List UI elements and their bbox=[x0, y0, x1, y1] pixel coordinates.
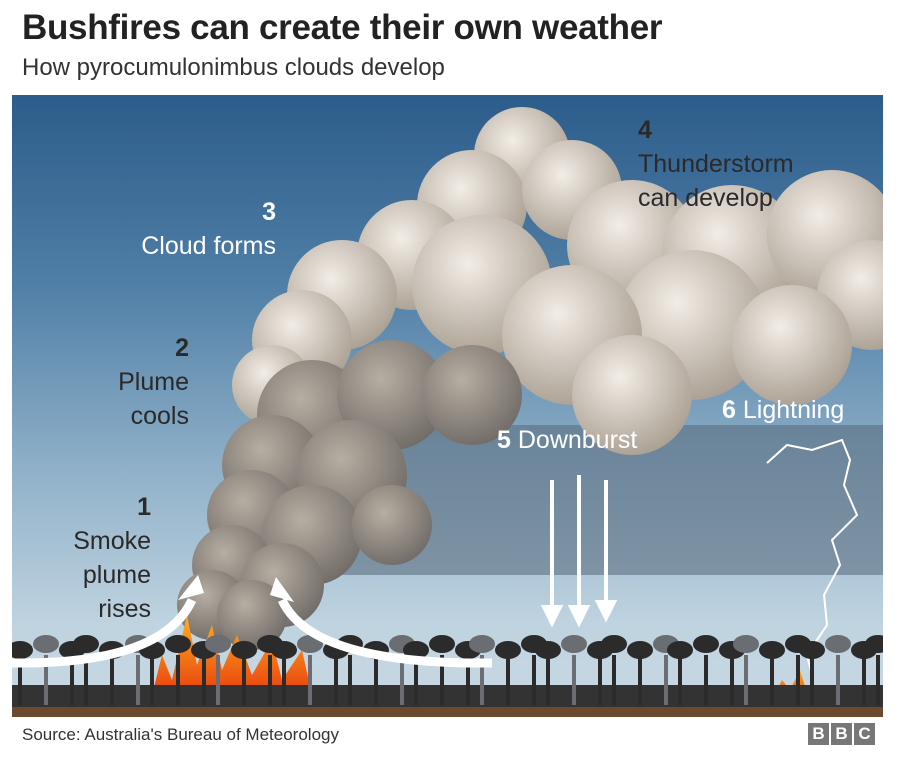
tree-trunk bbox=[348, 655, 352, 705]
tree-canopy bbox=[865, 635, 883, 653]
tree-canopy bbox=[667, 641, 693, 659]
tree-trunk bbox=[730, 655, 734, 705]
downburst-arrows bbox=[540, 475, 618, 628]
tree-trunk bbox=[480, 655, 484, 705]
tree-trunk bbox=[612, 655, 616, 705]
tree-trunk bbox=[664, 655, 668, 705]
tree-trunk bbox=[136, 655, 140, 705]
tree-canopy bbox=[73, 635, 99, 653]
tree-trunk bbox=[176, 655, 180, 705]
tree-canopy bbox=[205, 635, 231, 653]
tree-trunk bbox=[440, 655, 444, 705]
stage-3-label: 3 Cloud forms bbox=[141, 198, 276, 260]
tree-canopy bbox=[733, 635, 759, 653]
tree-trunk bbox=[18, 655, 22, 705]
tree-trunk bbox=[334, 655, 338, 705]
tree-canopy bbox=[825, 635, 851, 653]
tree-canopy bbox=[429, 635, 455, 653]
tree-canopy bbox=[271, 641, 297, 659]
tree-trunk bbox=[414, 655, 418, 705]
stage-6-label: 6 Lightning bbox=[722, 396, 845, 424]
tree-trunk bbox=[282, 655, 286, 705]
cloud-upper bbox=[232, 107, 883, 455]
tree-trunk bbox=[242, 655, 246, 705]
rising-arrow-left bbox=[12, 597, 197, 668]
tree-trunk bbox=[876, 655, 880, 705]
logo-letter: C bbox=[854, 723, 875, 745]
tree-canopy bbox=[33, 635, 59, 653]
tree-trunk bbox=[598, 655, 602, 705]
cloud-illustration bbox=[12, 107, 883, 717]
tree-trunk bbox=[202, 655, 206, 705]
tree-trunk bbox=[678, 655, 682, 705]
logo-letter: B bbox=[831, 723, 852, 745]
tree-canopy bbox=[403, 641, 429, 659]
tree-trunk bbox=[150, 655, 154, 705]
tree-canopy bbox=[627, 641, 653, 659]
tree-trunk bbox=[400, 655, 404, 705]
tree-canopy bbox=[469, 635, 495, 653]
tree-trunk bbox=[770, 655, 774, 705]
page-subtitle: How pyrocumulonimbus clouds develop bbox=[22, 54, 445, 81]
tree-trunk bbox=[532, 655, 536, 705]
page-title: Bushfires can create their own weather bbox=[22, 8, 663, 47]
tree-trunk bbox=[836, 655, 840, 705]
tree-trunk bbox=[506, 655, 510, 705]
rising-arrow-right bbox=[277, 597, 493, 668]
tree-trunk bbox=[70, 655, 74, 705]
tree-canopy bbox=[12, 641, 33, 659]
logo-letter: B bbox=[808, 723, 829, 745]
tree-canopy bbox=[759, 641, 785, 659]
tree-trunk bbox=[810, 655, 814, 705]
tree-trunk bbox=[216, 655, 220, 705]
tree-trunk bbox=[466, 655, 470, 705]
tree-trunk bbox=[110, 655, 114, 705]
tree-canopy bbox=[231, 641, 257, 659]
stage-5-label: 5 Downburst bbox=[497, 426, 638, 454]
tree-canopy bbox=[601, 635, 627, 653]
tree-trunk bbox=[796, 655, 800, 705]
tree-trunk bbox=[44, 655, 48, 705]
tree-canopy bbox=[693, 635, 719, 653]
tree-trunk bbox=[374, 655, 378, 705]
tree-trunk bbox=[84, 655, 88, 705]
tree-trunk bbox=[572, 655, 576, 705]
tree-trunk bbox=[862, 655, 866, 705]
tree-canopy bbox=[799, 641, 825, 659]
tree-trunk bbox=[704, 655, 708, 705]
bbc-logo: B B C bbox=[808, 723, 875, 745]
tree-trunk bbox=[744, 655, 748, 705]
lightning-bolt bbox=[766, 438, 859, 676]
tree-trunk bbox=[638, 655, 642, 705]
tree-trunk bbox=[308, 655, 312, 705]
tree-canopy bbox=[535, 641, 561, 659]
tree-canopy bbox=[165, 635, 191, 653]
source-note: Source: Australia's Bureau of Meteorolog… bbox=[22, 725, 339, 744]
tree-canopy bbox=[495, 641, 521, 659]
tree-canopy bbox=[561, 635, 587, 653]
tree-line bbox=[12, 685, 883, 717]
tree-trunk bbox=[546, 655, 550, 705]
tree-trunk bbox=[268, 655, 272, 705]
